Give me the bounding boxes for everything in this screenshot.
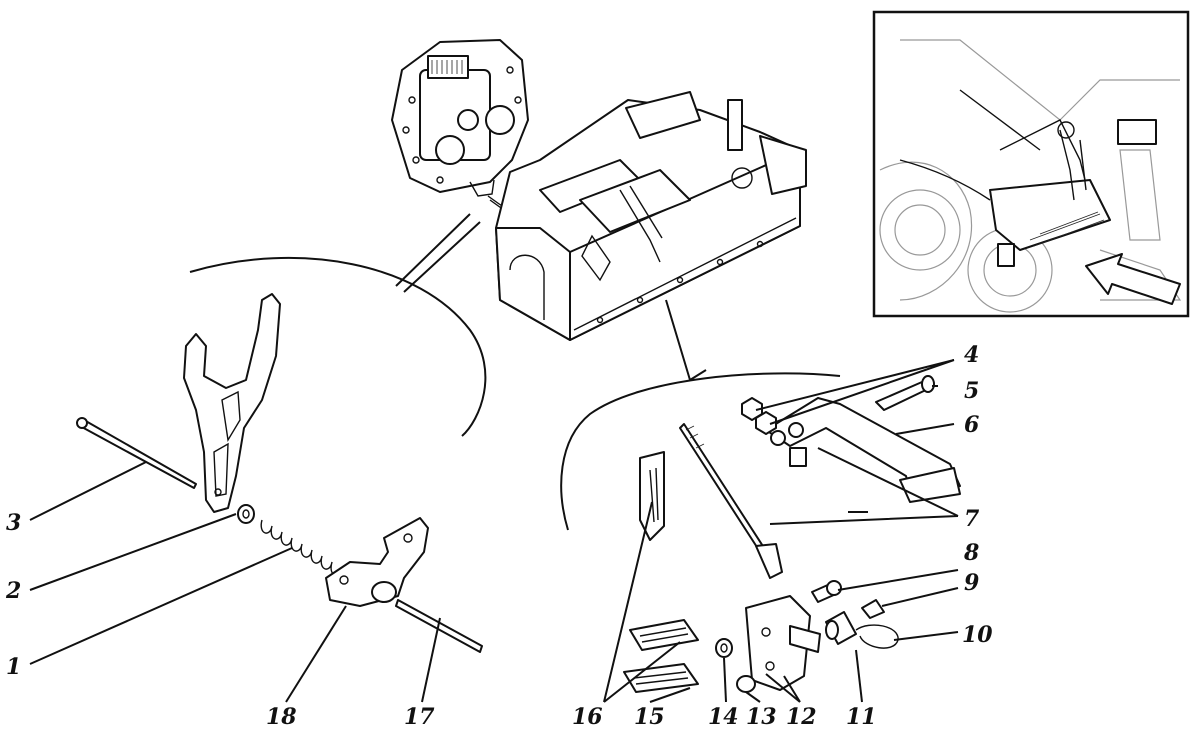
link-rod (679, 423, 783, 579)
callout-7: 7 (964, 506, 980, 532)
callout-8: 8 (963, 540, 979, 566)
bolt-8 (811, 580, 842, 603)
callout-15: 15 (634, 704, 665, 730)
callout-10: 10 (962, 622, 993, 648)
cotter-pin-large (639, 451, 665, 541)
callout-17: 17 (404, 704, 435, 730)
callout-3: 3 (6, 510, 21, 536)
pivot-pin (875, 375, 935, 411)
callout-16: 16 (572, 704, 603, 730)
nuts (741, 397, 777, 435)
spring-clip (855, 624, 899, 649)
detail-pointer-right (665, 299, 707, 381)
bracket-plate (325, 517, 429, 607)
callout-11: 11 (846, 704, 877, 730)
bolt-9 (861, 599, 885, 619)
callout-2: 2 (5, 578, 21, 604)
callout-5: 5 (964, 378, 979, 404)
detail-bubble-left (189, 256, 487, 437)
callout-6: 6 (964, 412, 979, 438)
bushing (825, 611, 857, 645)
washer-14 (715, 638, 733, 658)
inset-arrow-icon (1085, 253, 1181, 305)
pedal-lever (765, 397, 961, 503)
mount-bracket (745, 595, 821, 691)
callout-9: 9 (964, 570, 979, 596)
callout-18: 18 (266, 704, 297, 730)
detail-pointer-left (395, 213, 481, 293)
callout-13: 13 (746, 704, 777, 730)
detail-bubble-right (560, 372, 841, 531)
shift-rod (76, 417, 197, 489)
callout-1: 1 (6, 654, 21, 680)
spring (260, 519, 341, 575)
gearbox-case-body (495, 91, 807, 341)
washer (237, 504, 255, 524)
callout-14: 14 (708, 704, 739, 730)
washer-13 (736, 675, 756, 693)
inset-tractor-view (872, 10, 1190, 318)
gearbox-housing (391, 39, 529, 197)
callout-4: 4 (964, 342, 979, 368)
shift-fork (183, 293, 281, 513)
leader-lines (29, 359, 959, 703)
callout-12: 12 (786, 704, 817, 730)
